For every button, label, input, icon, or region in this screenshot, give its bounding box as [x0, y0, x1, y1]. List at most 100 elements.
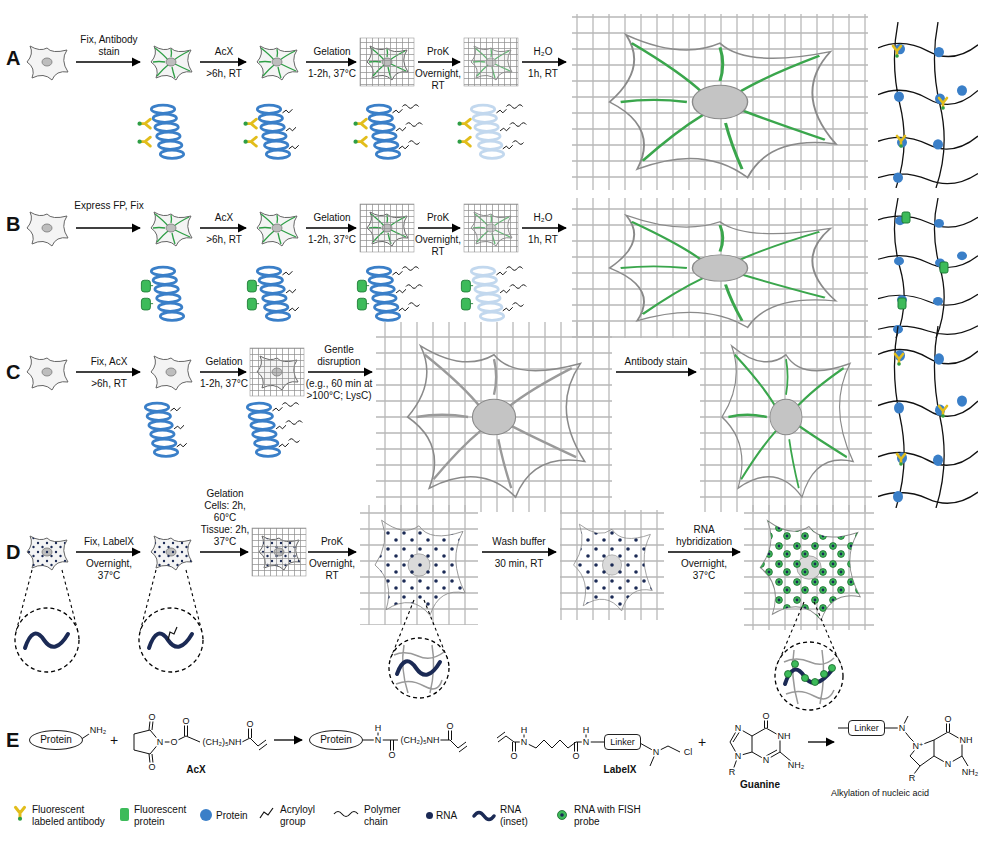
step-label: Tissue: 2h, 37°C: [196, 524, 254, 548]
node-text: Linker: [610, 737, 635, 747]
atom-label: NH₂: [961, 768, 980, 777]
linker-box: Linker: [604, 734, 641, 750]
node-text: Protein: [40, 734, 72, 746]
protein-ellipse: Protein: [309, 730, 363, 750]
row-d-illustration: [15, 505, 874, 710]
row-b-illustration: [27, 198, 978, 338]
compound-name: Alkylation of nucleic acid: [831, 788, 929, 799]
atom-label: O: [509, 752, 518, 761]
plus-sign: +: [109, 733, 119, 747]
atom-label: O: [147, 713, 156, 722]
linker-box: Linker: [848, 720, 885, 736]
atom-label: R: [908, 774, 917, 783]
step-label: Cells: 2h, 60°C: [196, 500, 254, 524]
step-label: ProK: [427, 212, 449, 224]
node-text: Protein: [320, 734, 352, 746]
node-text: Linker: [854, 723, 879, 733]
step-label: Fix, Antibody stain: [73, 34, 145, 58]
step-label: (e.g., 60 min at >100°C; LysC): [303, 378, 375, 402]
step-label: Overnight, 37°C: [77, 558, 141, 582]
atom-label: Cl: [683, 748, 694, 757]
step-label: Overnight, RT: [308, 558, 356, 582]
plus-sign: +: [697, 735, 707, 749]
atom-label: O: [943, 715, 952, 724]
atom-label: N⁺: [911, 742, 924, 751]
atom-label: NH: [777, 732, 792, 741]
atom-label: N: [156, 738, 165, 747]
atom-label: O: [387, 751, 396, 760]
legend-swatch: [200, 809, 212, 821]
step-label: 1h, RT: [528, 68, 558, 80]
step-label: >6h, RT: [206, 234, 242, 246]
step-label: Fix, LabelX: [84, 536, 134, 548]
legend-swatch: [120, 808, 129, 821]
atom-label: N: [762, 756, 771, 765]
atom-label: O: [245, 720, 254, 729]
atom-label: (CH₂)₅NH: [399, 736, 440, 745]
atom-label: N: [898, 724, 907, 733]
panel-letter: E: [6, 728, 19, 752]
atom-label: (CH₂)₅NH: [201, 738, 242, 747]
step-label: 1h, RT: [528, 234, 558, 246]
legend-swatch: [426, 812, 433, 819]
legend-text: Protein: [216, 810, 248, 822]
row-e-chemistry: [80, 716, 968, 774]
atom-label: NH: [959, 736, 974, 745]
atom-label: N: [582, 738, 591, 747]
panel-letter: C: [6, 360, 20, 384]
atom-label: O: [571, 752, 580, 761]
legend-text: Fluorescent labeled antibody: [32, 804, 112, 828]
legend-text: RNA (inset): [500, 804, 540, 828]
legend-text: RNA with FISH probe: [574, 804, 664, 828]
panel-letter: B: [6, 212, 20, 236]
atom-label: O: [169, 738, 178, 747]
step-label: 30 min, RT: [495, 558, 544, 570]
atom-label: N: [374, 736, 383, 745]
atom-label: O: [181, 717, 190, 726]
step-label: H₂O: [534, 46, 553, 58]
step-label: Fix, AcX: [91, 356, 128, 368]
step-label: Overnight, RT: [413, 234, 463, 258]
compound-name: LabelX: [604, 764, 637, 776]
step-label: 1-2h, 37°C: [308, 234, 356, 246]
step-label: Gelation: [206, 488, 243, 500]
legend-text: Polymer chain: [364, 804, 412, 828]
legend-text: Fluorescent protein: [134, 804, 194, 828]
atom-label: O: [445, 722, 454, 731]
row-c-illustration: [27, 322, 978, 512]
atom-label: NH₂: [89, 726, 108, 735]
legend-text: Acryloyl group: [280, 804, 330, 828]
atom-label: N: [944, 760, 953, 769]
step-label: ProK: [321, 536, 343, 548]
step-label: Gentle disruption: [306, 344, 372, 368]
step-label: H₂O: [534, 212, 553, 224]
atom-label: R: [728, 768, 737, 777]
step-label: ProK: [427, 46, 449, 58]
step-label: 1-2h, 37°C: [200, 378, 248, 390]
atom-label: O: [761, 712, 770, 721]
atom-label: N: [734, 724, 743, 733]
step-label: Gelation: [313, 212, 350, 224]
atom-label: N: [734, 752, 743, 761]
legend-text: RNA: [436, 810, 457, 822]
step-label: 1-2h, 37°C: [308, 68, 356, 80]
step-label: Gelation: [205, 356, 242, 368]
atom-label: N: [520, 738, 529, 747]
step-label: Overnight, 37°C: [669, 558, 739, 582]
compound-name: Guanine: [740, 779, 780, 791]
step-label: Gelation: [313, 46, 350, 58]
atom-label: N: [652, 748, 661, 757]
atom-label: O: [147, 763, 156, 772]
panel-letter: D: [6, 540, 20, 564]
step-label: Express FP, Fix: [73, 200, 145, 212]
step-label: Wash buffer: [492, 536, 545, 548]
atom-label: H: [374, 724, 383, 733]
atom-label: H: [520, 726, 529, 735]
step-label: AcX: [215, 212, 233, 224]
step-label: AcX: [215, 46, 233, 58]
step-label: RNA hybridization: [669, 524, 739, 548]
atom-label: H: [582, 726, 591, 735]
atom-label: NH₂: [787, 761, 806, 770]
